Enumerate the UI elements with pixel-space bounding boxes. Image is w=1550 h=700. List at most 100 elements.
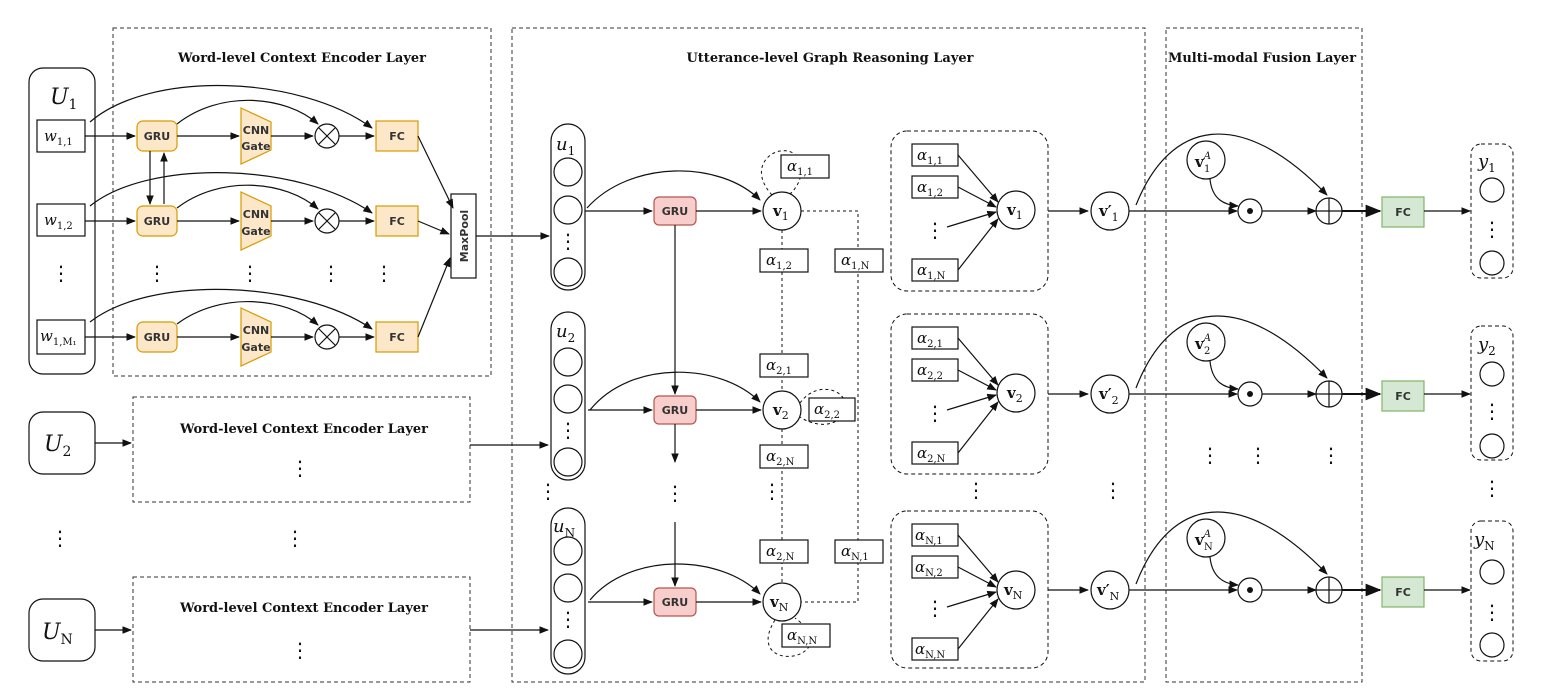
svg-text:Gate: Gate	[241, 140, 270, 153]
svg-text:αN,N: αN,N	[915, 640, 945, 661]
svg-text:FC: FC	[1395, 390, 1411, 403]
svg-text:u1: u1	[556, 134, 575, 158]
aggregation-group-1: α1,1 α1,2 ⋮ α1,N v1	[890, 130, 1049, 292]
svg-text:v2: v2	[1006, 384, 1023, 405]
svg-text:α2,N: α2,N	[917, 444, 946, 465]
svg-text:α1,2: α1,2	[917, 178, 943, 199]
svg-text:α1,1: α1,1	[917, 146, 943, 167]
svg-text:CNN: CNN	[243, 324, 270, 337]
svg-text:u2: u2	[556, 321, 575, 345]
ellipsis: ⋮	[51, 261, 71, 285]
svg-text:v′1: v′1	[1098, 202, 1119, 224]
edge-label-a22: α2,2	[808, 397, 856, 422]
ellipsis: ⋮	[1103, 478, 1123, 502]
audio-feature-node	[1186, 322, 1226, 362]
cnn-gate	[240, 107, 272, 165]
audio-feature-node	[1186, 518, 1226, 558]
word-encoder-frame	[112, 27, 492, 377]
ellipsis: ⋮	[50, 526, 70, 550]
ellipsis: ⋮	[290, 456, 310, 480]
svg-text:y2: y2	[1477, 334, 1496, 358]
svg-text:αN,N: αN,N	[787, 626, 817, 647]
word-label: w1,M₁	[40, 327, 77, 348]
cnn-gate	[240, 191, 272, 251]
svg-text:Gate: Gate	[241, 341, 270, 354]
maxpool-label: MaxPool	[458, 210, 471, 262]
fc-box	[1381, 196, 1425, 228]
edge-label-a1N: α1,N	[834, 248, 884, 273]
ellipsis: ⋮	[240, 261, 260, 285]
word-encoder-box-2	[132, 396, 471, 503]
svg-text:vA2: vA2	[1194, 333, 1211, 357]
svg-text:v1: v1	[1006, 201, 1023, 222]
svg-text:α2,2: α2,2	[814, 400, 840, 421]
svg-text:FC: FC	[389, 331, 405, 344]
ellipsis: ⋮	[762, 479, 782, 503]
svg-text:α2,2: α2,2	[917, 361, 943, 382]
word-box	[36, 203, 86, 237]
word-encoder-box-n	[132, 576, 471, 683]
edge-label-aN1: αN,1	[834, 539, 884, 564]
svg-text:⋮: ⋮	[925, 218, 945, 242]
svg-text:αN,1: αN,1	[841, 542, 869, 563]
svg-text:yN: yN	[1473, 529, 1495, 553]
svg-text:α1,2: α1,2	[766, 251, 792, 272]
graph-reasoning-title: Utterance-level Graph Reasoning Layer	[686, 51, 973, 66]
svg-text:α1,1: α1,1	[787, 157, 813, 178]
svg-text:GRU: GRU	[662, 205, 688, 218]
svg-text:GRU: GRU	[662, 404, 688, 417]
ellipsis: ⋮	[1248, 443, 1268, 467]
svg-text:Gate: Gate	[241, 225, 270, 238]
svg-text:⋮: ⋮	[1482, 399, 1502, 423]
svg-text:αN,1: αN,1	[915, 526, 943, 547]
svg-text:v′N: v′N	[1096, 581, 1120, 603]
svg-text:α2,N: α2,N	[766, 447, 795, 468]
svg-text:FC: FC	[1395, 206, 1411, 219]
svg-text:α2,1: α2,1	[766, 356, 792, 377]
ellipsis: ⋮	[1482, 476, 1502, 500]
svg-text:CNN: CNN	[243, 124, 270, 137]
svg-text:vAN: vAN	[1194, 529, 1213, 553]
svg-text:vN: vN	[769, 593, 789, 614]
svg-text:α1,N: α1,N	[917, 261, 946, 282]
word-encoder-title: Word-level Context Encoder Layer	[177, 51, 426, 66]
svg-text:GRU: GRU	[662, 596, 688, 609]
u-vector-1: u1 ⋮	[550, 123, 586, 291]
svg-text:α2,N: α2,N	[766, 542, 795, 563]
utterance-n-label: UN	[42, 620, 73, 648]
fusion-frame	[1165, 27, 1363, 683]
svg-text:v′2: v′2	[1098, 385, 1119, 407]
ellipsis: ⋮	[290, 638, 310, 662]
svg-text:GRU: GRU	[144, 331, 170, 344]
word-encoder-box-2-title: Word-level Context Encoder Layer	[179, 422, 428, 437]
cnn-gate	[240, 307, 272, 367]
word-box	[36, 319, 86, 355]
svg-text:v2: v2	[772, 401, 789, 422]
ellipsis: ⋮	[538, 479, 558, 503]
fc-box	[1381, 380, 1425, 412]
svg-text:α2,1: α2,1	[917, 329, 943, 350]
svg-text:GRU: GRU	[144, 130, 170, 143]
word-label: w1,2	[44, 211, 73, 232]
svg-text:⋮: ⋮	[925, 401, 945, 425]
fc-box	[1381, 576, 1425, 608]
svg-text:α1,N: α1,N	[841, 251, 870, 272]
audio-feature-node	[1186, 140, 1226, 180]
utterance-1-label: U1	[50, 85, 77, 113]
svg-text:FC: FC	[1395, 586, 1411, 599]
svg-text:uN: uN	[553, 516, 575, 540]
word-label: w1,1	[44, 127, 73, 148]
edge-label-a12: α1,2	[759, 248, 809, 273]
encoder-row-1: GRU CNN Gate FC	[85, 85, 419, 165]
svg-text:v1: v1	[772, 202, 789, 223]
svg-text:vA1: vA1	[1194, 151, 1211, 175]
encoder-row-m: GRU CNN Gate FC	[85, 288, 419, 367]
encoder-row-2: GRU CNN Gate FC	[85, 172, 419, 251]
svg-text:⋮: ⋮	[558, 607, 578, 631]
output-2: y2 ⋮	[1470, 325, 1514, 461]
edge-label-a21: α2,1	[759, 353, 809, 378]
svg-text:⋮: ⋮	[1482, 217, 1502, 241]
